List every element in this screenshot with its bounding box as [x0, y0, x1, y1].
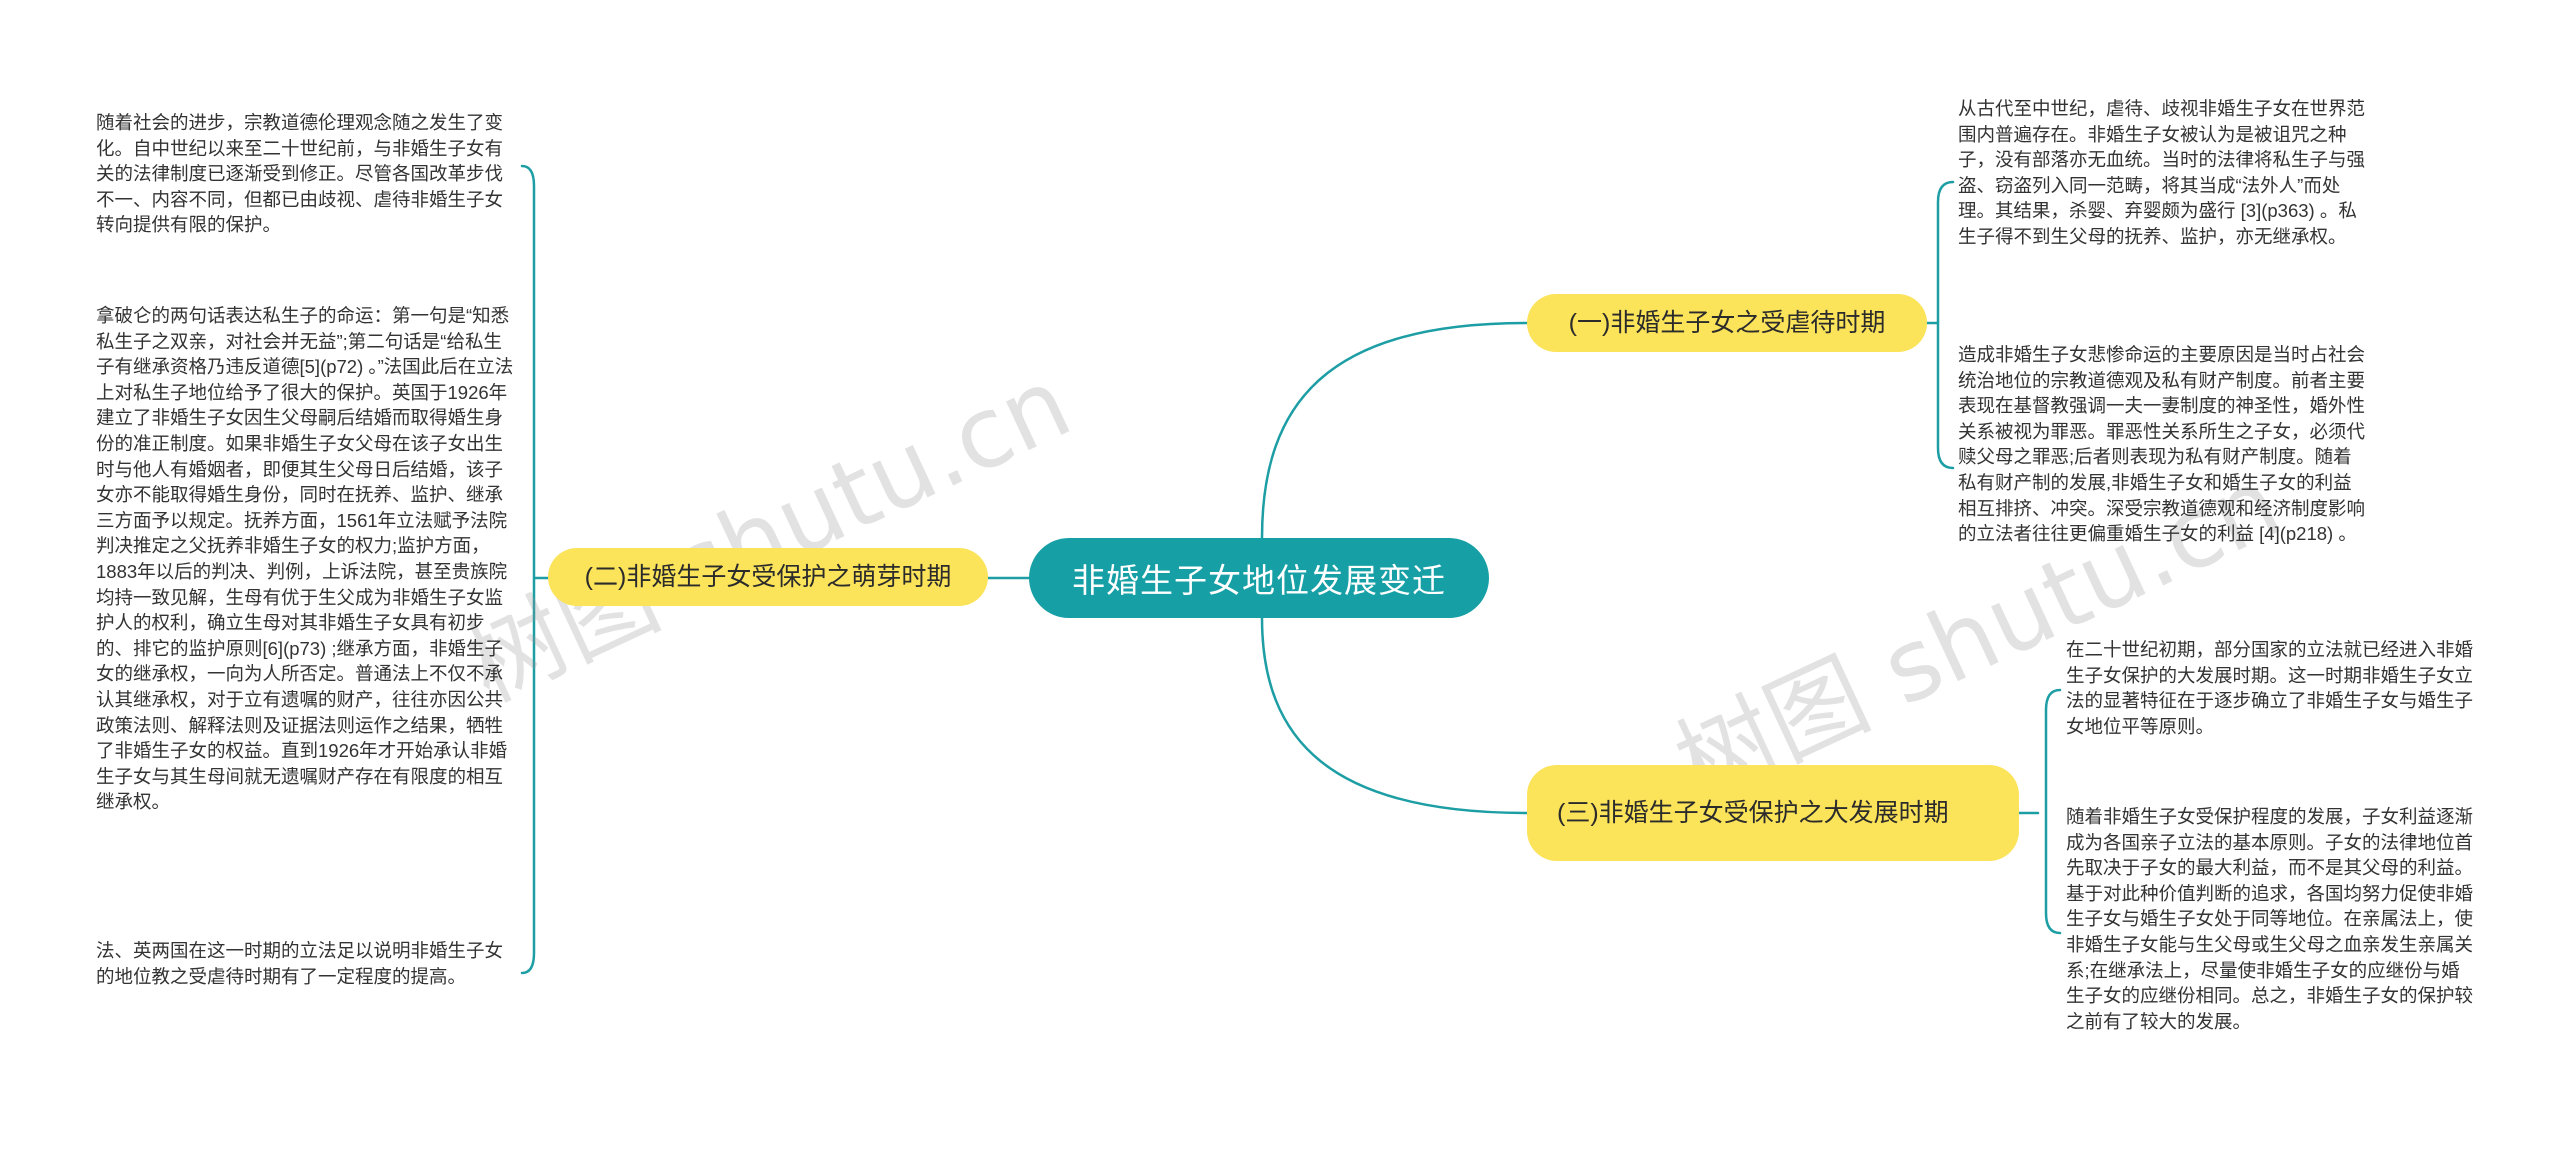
branch-node-protection-emerging[interactable]: (二)非婚生子女受保护之萌芽时期: [548, 548, 988, 606]
root-node[interactable]: 非婚生子女地位发展变迁: [1029, 538, 1489, 618]
leaf-text-napoleon-england: 拿破仑的两句话表达私生子的命运：第一句是“知悉私生子之双亲，对社会并无益”;第二…: [96, 305, 514, 813]
leaf-text-social-progress: 随着社会的进步，宗教道德伦理观念随之发生了变化。自中世纪以来至二十世纪前，与非婚…: [96, 112, 504, 236]
branch-node-protection-development[interactable]: (三)非婚生子女受保护之大发展时期: [1527, 765, 2019, 861]
branch-node-abused-period[interactable]: (一)非婚生子女之受虐待时期: [1527, 294, 1927, 352]
leaf-text-abuse-history: 从古代至中世纪，虐待、歧视非婚生子女在世界范围内普遍存在。非婚生子女被认为是被诅…: [1958, 98, 2366, 247]
link-root-b1: [1260, 321, 1529, 540]
leaf-text-equality-principle: 在二十世纪初期，部分国家的立法就已经进入非婚生子女保护的大发展时期。这一时期非婚…: [2066, 639, 2474, 737]
leaf-text-child-interest: 随着非婚生子女受保护程度的发展，子女利益逐渐成为各国亲子立法的基本原则。子女的法…: [2066, 806, 2474, 1032]
leaf-text-abuse-causes: 造成非婚生子女悲惨命运的主要原因是当时占社会统治地位的宗教道德观及私有财产制度。…: [1958, 344, 2366, 545]
link-b3-bracket: [2017, 688, 2062, 935]
link-b1-bracket: [1925, 180, 1955, 470]
leaf-text-status-raised: 法、英两国在这一时期的立法足以说明非婚生子女的地位教之受虐待时期有了一定程度的提…: [96, 940, 504, 987]
link-root-b3: [1260, 616, 1529, 815]
link-b2-bracket: [520, 164, 550, 975]
